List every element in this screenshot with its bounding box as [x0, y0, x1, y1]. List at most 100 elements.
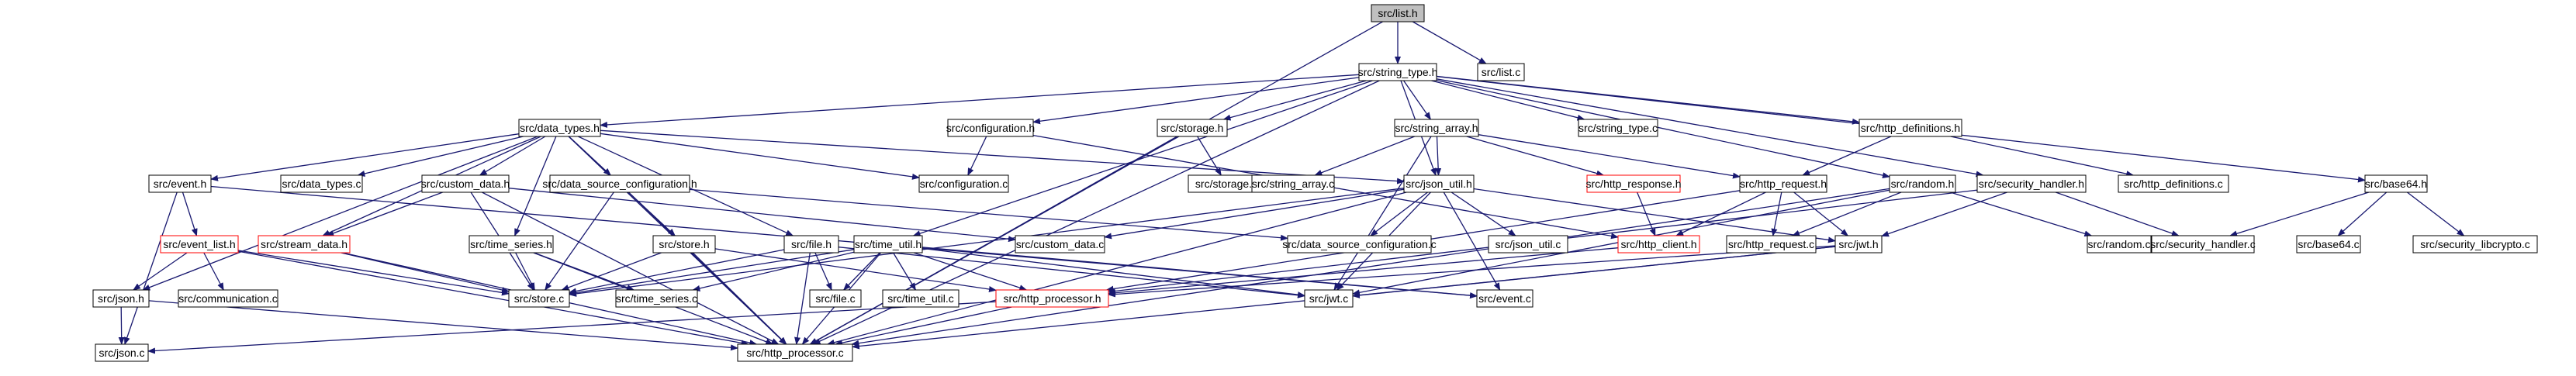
node-string-type-h[interactable]: src/string_type.h — [1358, 63, 1438, 81]
node-time-util-h[interactable]: src/time_util.h — [853, 235, 923, 254]
node-box — [508, 289, 570, 308]
node-data-source-configuration-h[interactable]: src/data_source_configuration.h — [542, 174, 697, 193]
edge-json_util_h-to-event_c — [1443, 191, 1501, 291]
node-label: src/stream_data.h — [261, 238, 348, 250]
node-event-list-h[interactable]: src/event_list.h — [160, 235, 239, 254]
node-file-h[interactable]: src/file.h — [783, 235, 839, 254]
node-box — [2364, 174, 2428, 193]
node-box — [549, 174, 690, 193]
node-custom-data-h[interactable]: src/custom_data.h — [421, 174, 510, 193]
node-string-array-h[interactable]: src/string_array.h — [1394, 119, 1479, 137]
node-list-c[interactable]: src/list.c — [1477, 63, 1525, 81]
node-file-c[interactable]: src/file.c — [809, 289, 862, 308]
edge-custom_data_h-to-custom_data_c — [508, 188, 1016, 243]
edge-string_array_h-to-http_request_h — [1478, 134, 1741, 179]
node-box — [882, 289, 960, 308]
edge-json_util_h-to-data_source_configuration_c — [1370, 191, 1428, 236]
node-security-libcrypto-c[interactable]: src/security_libcrypto.c — [2412, 235, 2538, 254]
node-configuration-h[interactable]: src/configuration.h — [946, 119, 1035, 137]
node-configuration-c[interactable]: src/configuration.c — [918, 174, 1009, 193]
node-box — [2296, 235, 2361, 254]
node-base64-h[interactable]: src/base64.h — [2364, 174, 2428, 193]
node-base64-c[interactable]: src/base64.c — [2296, 235, 2361, 254]
node-http-request-c[interactable]: src/http_request.c — [1726, 235, 1817, 254]
node-label: src/event.c — [1478, 292, 1531, 305]
node-box — [92, 289, 150, 308]
node-communication-c[interactable]: src/communication.c — [178, 289, 278, 308]
node-http-processor-h[interactable]: src/http_processor.h — [995, 289, 1109, 308]
node-storage-c[interactable]: src/storage.c — [1188, 174, 1265, 193]
node-label: src/http_request.h — [1740, 178, 1827, 190]
edge-event_list_h-to-communication_c — [203, 252, 224, 291]
edge-http_processor_h-to-http_processor_c — [835, 306, 1012, 347]
edge-base64_h-to-security_libcrypto_c — [2407, 191, 2465, 236]
node-store-c[interactable]: src/store.c — [508, 289, 570, 308]
node-box — [1287, 235, 1432, 254]
edge-event_h-to-json_c — [123, 191, 178, 345]
edge-event_list_h-to-http_processor_c — [237, 250, 749, 347]
node-time-util-c[interactable]: src/time_util.c — [882, 289, 960, 308]
node-time-series-c[interactable]: src/time_series.c — [615, 289, 698, 308]
node-label: src/json.h — [98, 292, 144, 305]
node-box — [1578, 119, 1658, 137]
node-string-array-c[interactable]: src/string_array.c — [1251, 174, 1335, 193]
node-data-source-configuration-c[interactable]: src/data_source_configuration.c — [1282, 235, 1437, 254]
node-box — [1394, 119, 1479, 137]
edge-json_util_h-to-http_processor_c — [826, 191, 1407, 346]
node-box — [918, 174, 1009, 193]
node-json-h[interactable]: src/json.h — [92, 289, 150, 308]
node-random-h[interactable]: src/random.h — [1889, 174, 1956, 193]
node-box — [737, 343, 853, 362]
node-time-series-h[interactable]: src/time_series.h — [469, 235, 554, 254]
edge-file_h-to-jwt_c — [838, 247, 1305, 298]
node-string-type-c[interactable]: src/string_type.c — [1578, 119, 1658, 137]
node-jwt-c[interactable]: src/jwt.c — [1304, 289, 1354, 308]
node-box — [1476, 289, 1533, 308]
node-box — [853, 235, 923, 254]
edge-string_type_h-to-random_h — [1436, 79, 1890, 179]
node-data-types-h[interactable]: src/data_types.h — [518, 119, 601, 137]
node-storage-h[interactable]: src/storage.h — [1157, 119, 1228, 137]
node-json-util-h[interactable]: src/json_util.h — [1403, 174, 1475, 193]
node-label: src/random.c — [2088, 238, 2151, 250]
node-label: src/communication.c — [178, 292, 278, 305]
node-label: src/event.h — [154, 178, 206, 190]
node-http-definitions-c[interactable]: src/http_definitions.c — [2118, 174, 2229, 193]
node-event-h[interactable]: src/event.h — [148, 174, 212, 193]
edge-custom_data_h-to-stream_data_h — [326, 191, 443, 236]
node-random-c[interactable]: src/random.c — [2087, 235, 2152, 254]
node-label: src/security_handler.c — [2150, 238, 2255, 250]
node-security-handler-c[interactable]: src/security_handler.c — [2150, 235, 2256, 254]
node-event-c[interactable]: src/event.c — [1476, 289, 1533, 308]
edge-stream_data_h-to-store_c — [341, 252, 510, 293]
node-label: src/time_series.h — [470, 238, 552, 250]
node-http-response-h[interactable]: src/http_response.h — [1586, 174, 1682, 193]
node-store-h[interactable]: src/store.h — [652, 235, 716, 254]
node-box — [1889, 174, 1956, 193]
node-http-request-h[interactable]: src/http_request.h — [1739, 174, 1827, 193]
node-http-client-h[interactable]: src/http_client.h — [1617, 235, 1700, 254]
edge-base64_h-to-security_handler_c — [2229, 191, 2370, 237]
node-custom-data-c[interactable]: src/custom_data.c — [1015, 235, 1105, 254]
node-label: src/json_util.c — [1495, 238, 1561, 250]
node-json-c[interactable]: src/json.c — [95, 343, 149, 362]
edge-storage_h-to-storage_c — [1197, 136, 1222, 176]
node-box — [518, 119, 601, 137]
edge-json_h-to-json_c — [118, 306, 125, 345]
node-jwt-h[interactable]: src/jwt.h — [1834, 235, 1883, 254]
node-json-util-c[interactable]: src/json_util.c — [1488, 235, 1568, 254]
node-label: src/string_type.c — [1578, 122, 1658, 134]
node-security-handler-h[interactable]: src/security_handler.h — [1976, 174, 2087, 193]
node-label: src/storage.c — [1195, 178, 1257, 190]
node-http-definitions-h[interactable]: src/http_definitions.h — [1859, 119, 1962, 137]
node-data-types-c[interactable]: src/data_types.c — [280, 174, 363, 193]
node-stream-data-h[interactable]: src/stream_data.h — [258, 235, 351, 254]
edge-string_type_h-to-time_util_h — [912, 80, 1373, 236]
node-label: src/json_util.h — [1406, 178, 1472, 190]
node-http-processor-c[interactable]: src/http_processor.c — [737, 343, 853, 362]
edge-security_handler_h-to-security_handler_c — [2055, 191, 2180, 236]
node-box — [809, 289, 862, 308]
node-box — [160, 235, 239, 254]
edges-layer — [118, 21, 2465, 354]
